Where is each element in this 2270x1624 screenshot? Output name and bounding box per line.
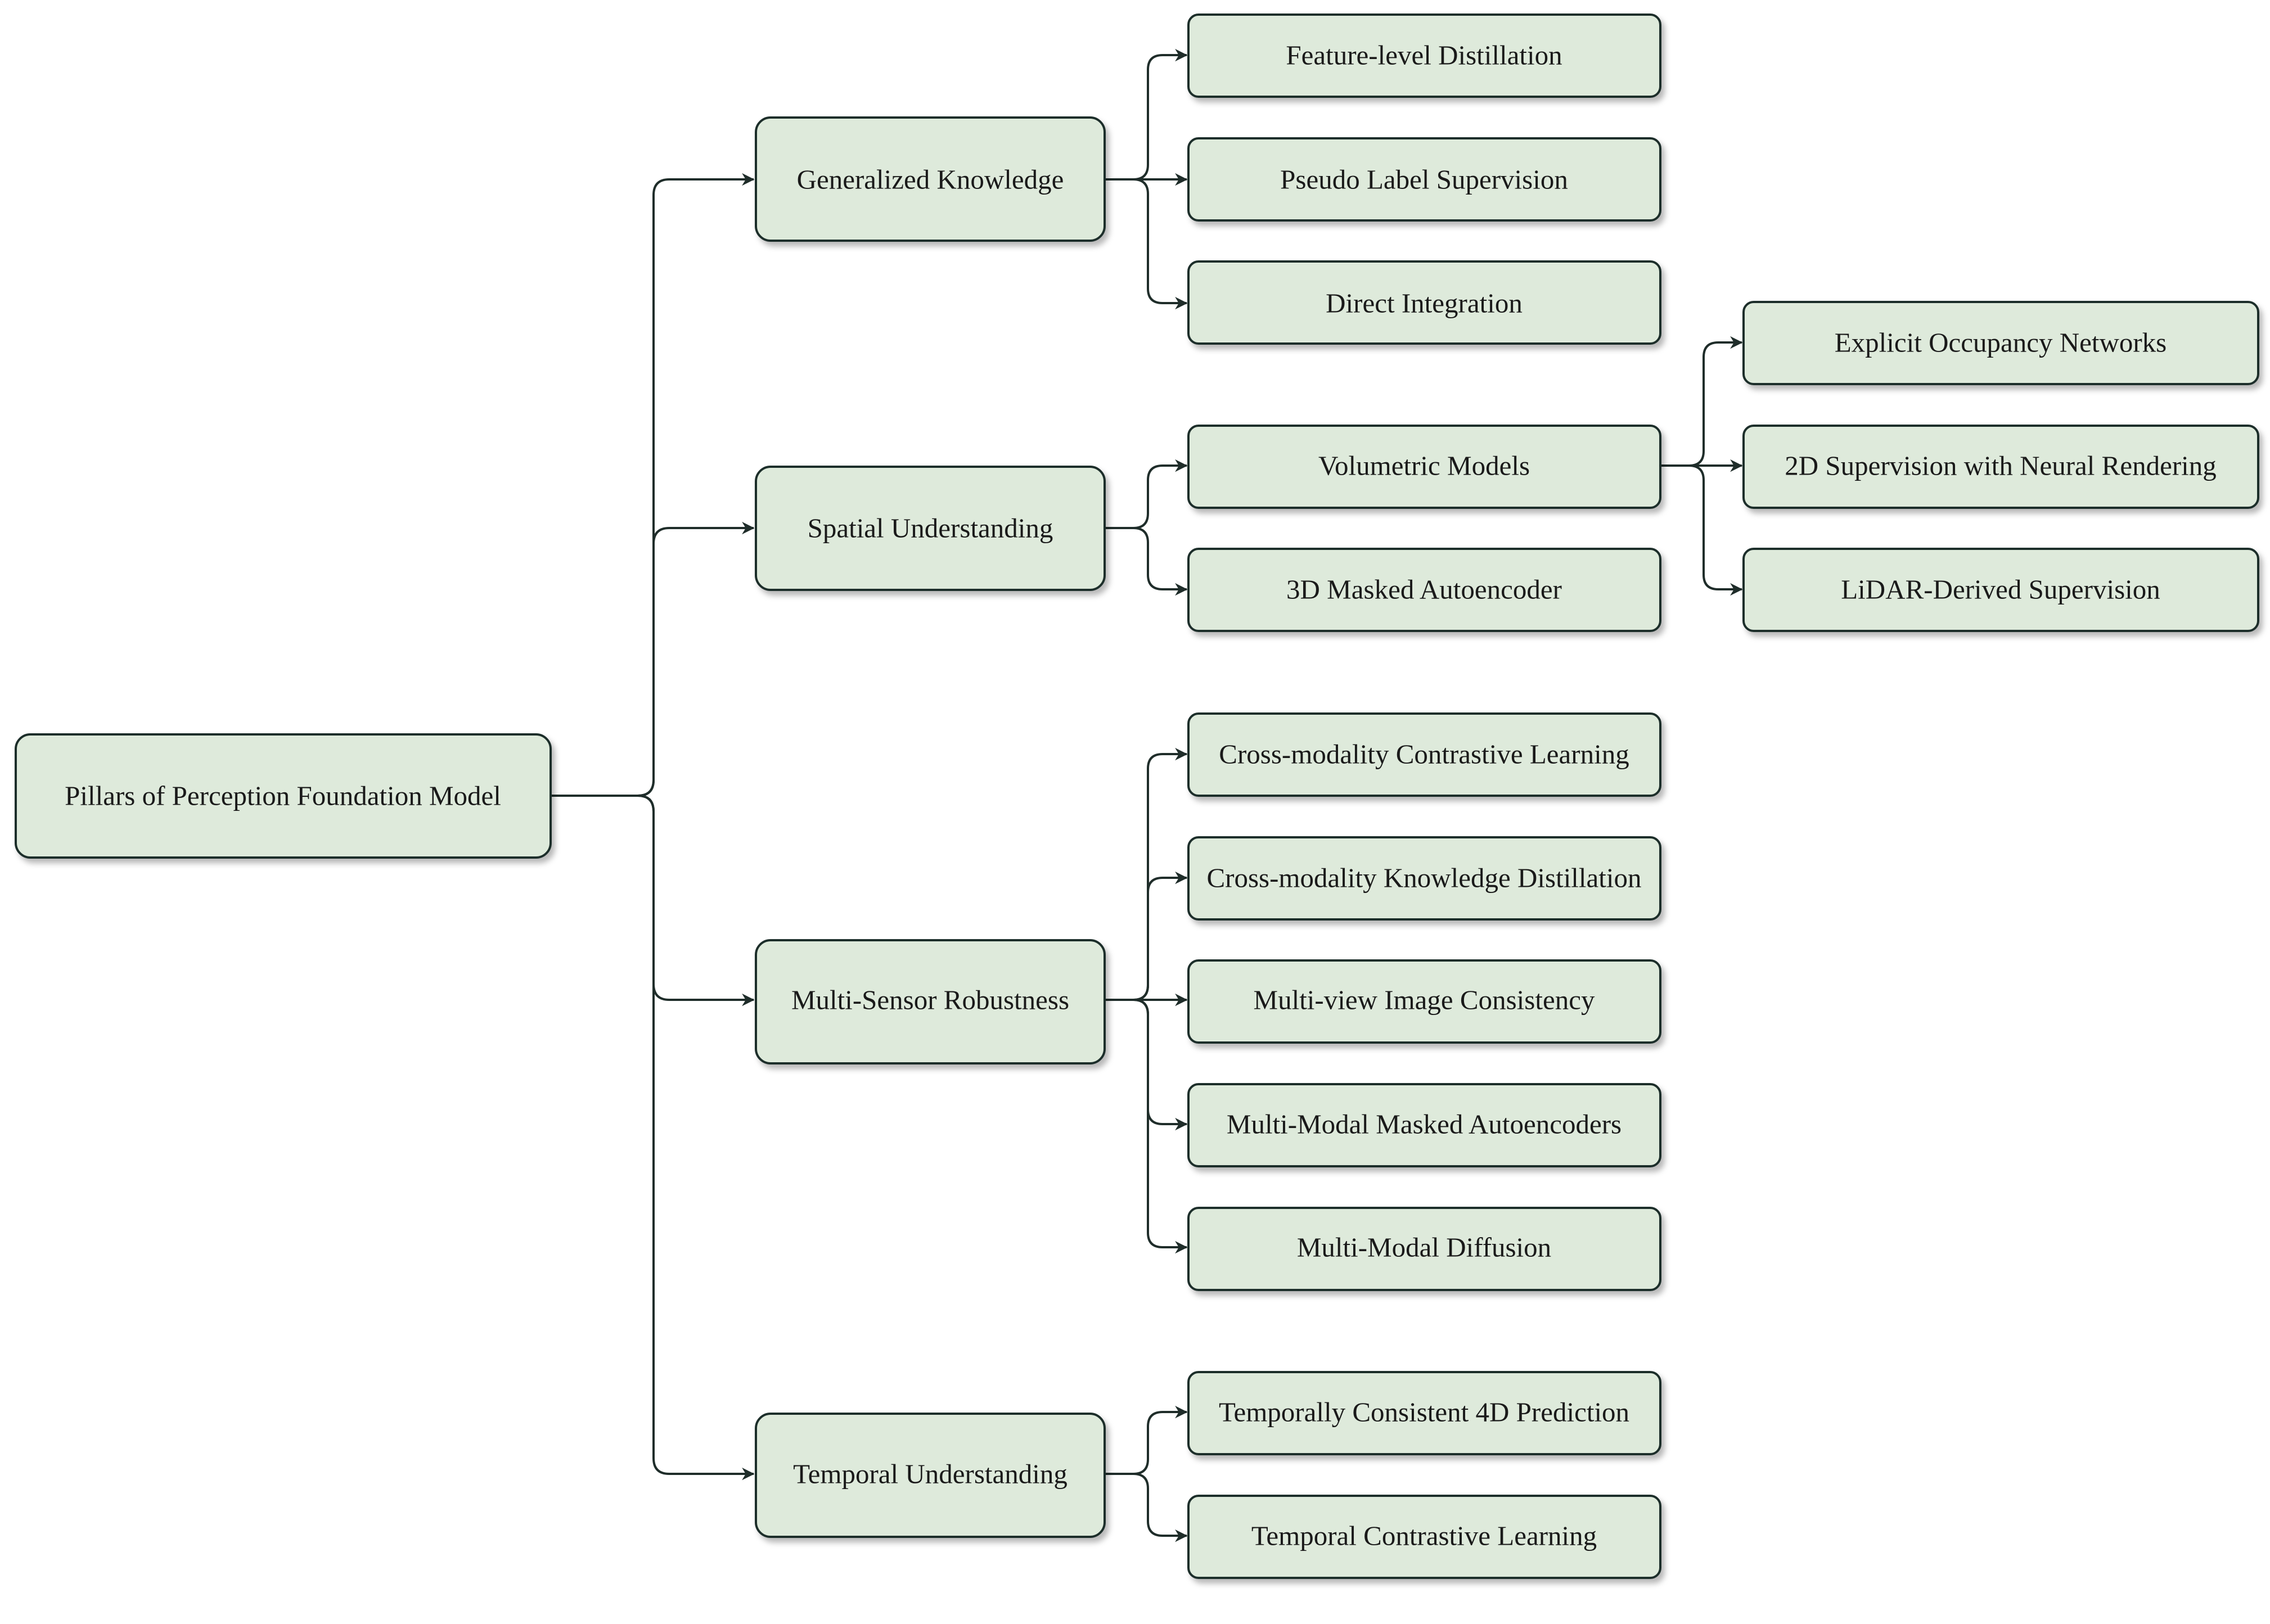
leaf-cross-modality-knowledge-distillation: Cross-modality Knowledge Distillation xyxy=(1187,836,1661,921)
edge-msr-multi-modal-masked-autoencoders xyxy=(1105,999,1188,1131)
edge-tu-temporally-consistent-4d xyxy=(1105,1405,1188,1475)
leaf-label: Direct Integration xyxy=(1326,288,1523,319)
pillar-label: Spatial Understanding xyxy=(808,513,1053,544)
edge-gk-direct-integration xyxy=(1105,178,1188,310)
leaf-temporal-contrastive-learning: Temporal Contrastive Learning xyxy=(1187,1495,1661,1579)
leaf-label: Temporal Contrastive Learning xyxy=(1251,1521,1597,1551)
pillar-spatial-understanding: Spatial Understanding xyxy=(755,466,1106,591)
pillar-temporal-understanding: Temporal Understanding xyxy=(755,1413,1106,1538)
root-node: Pillars of Perception Foundation Model xyxy=(15,733,552,859)
edge-su-volumetric-models xyxy=(1105,459,1188,529)
edge-msr-multi-modal-diffusion xyxy=(1105,999,1188,1254)
pillar-generalized-knowledge: Generalized Knowledge xyxy=(755,116,1106,242)
edge-root-generalized-knowledge xyxy=(551,173,755,797)
leaf-multi-modal-masked-autoencoders: Multi-Modal Masked Autoencoders xyxy=(1187,1083,1661,1167)
edge-root-spatial-understanding xyxy=(551,521,755,797)
leaf-explicit-occupancy-networks: Explicit Occupancy Networks xyxy=(1742,301,2259,385)
node-volumetric-models: Volumetric Models xyxy=(1187,425,1661,509)
edge-tu-temporal-contrastive-learning xyxy=(1105,1473,1188,1542)
edge-vm-explicit-occupancy-networks xyxy=(1660,336,1743,467)
leaf-2d-supervision-neural-rendering: 2D Supervision with Neural Rendering xyxy=(1742,425,2259,509)
edge-msr-cross-modality-distillation xyxy=(1105,871,1188,1001)
root-label: Pillars of Perception Foundation Model xyxy=(65,781,501,811)
leaf-cross-modality-contrastive-learning: Cross-modality Contrastive Learning xyxy=(1187,712,1661,797)
leaf-lidar-derived-supervision: LiDAR-Derived Supervision xyxy=(1742,548,2259,632)
leaf-label: Multi-Modal Diffusion xyxy=(1297,1232,1551,1263)
leaf-multi-modal-diffusion: Multi-Modal Diffusion xyxy=(1187,1207,1661,1291)
leaf-label: 2D Supervision with Neural Rendering xyxy=(1785,450,2217,481)
leaf-pseudo-label-supervision: Pseudo Label Supervision xyxy=(1187,137,1661,222)
edge-root-multi-sensor-robustness xyxy=(551,795,755,1007)
connector-lines xyxy=(551,48,1743,1542)
leaf-label: Explicit Occupancy Networks xyxy=(1835,327,2167,358)
pillar-label: Temporal Understanding xyxy=(793,1459,1068,1490)
leaf-label: LiDAR-Derived Supervision xyxy=(1841,574,2160,605)
leaf-label: Multi-Modal Masked Autoencoders xyxy=(1227,1109,1622,1140)
pillar-label: Multi-Sensor Robustness xyxy=(791,985,1069,1016)
pillar-multi-sensor-robustness: Multi-Sensor Robustness xyxy=(755,939,1106,1064)
leaf-3d-masked-autoencoder: 3D Masked Autoencoder xyxy=(1187,548,1661,632)
leaf-label: 3D Masked Autoencoder xyxy=(1286,574,1562,605)
leaf-label: Multi-view Image Consistency xyxy=(1254,985,1595,1016)
edge-gk-feature-level-distillation xyxy=(1105,48,1188,181)
leaf-direct-integration: Direct Integration xyxy=(1187,260,1661,345)
leaf-feature-level-distillation: Feature-level Distillation xyxy=(1187,13,1661,98)
leaf-label: Temporally Consistent 4D Prediction xyxy=(1219,1397,1629,1428)
leaf-label: Feature-level Distillation xyxy=(1286,40,1562,71)
edge-vm-lidar-derived-supervision xyxy=(1660,464,1743,596)
leaf-temporally-consistent-4d-prediction: Temporally Consistent 4D Prediction xyxy=(1187,1371,1661,1455)
node-label: Volumetric Models xyxy=(1318,450,1530,481)
pillar-label: Generalized Knowledge xyxy=(797,164,1064,195)
edge-su-3d-masked-autoencoder xyxy=(1105,527,1188,596)
leaf-multi-view-image-consistency: Multi-view Image Consistency xyxy=(1187,959,1661,1044)
leaf-label: Cross-modality Contrastive Learning xyxy=(1219,739,1629,770)
leaf-label: Pseudo Label Supervision xyxy=(1280,164,1568,195)
leaf-label: Cross-modality Knowledge Distillation xyxy=(1206,863,1641,894)
edge-root-temporal-understanding xyxy=(551,795,755,1481)
